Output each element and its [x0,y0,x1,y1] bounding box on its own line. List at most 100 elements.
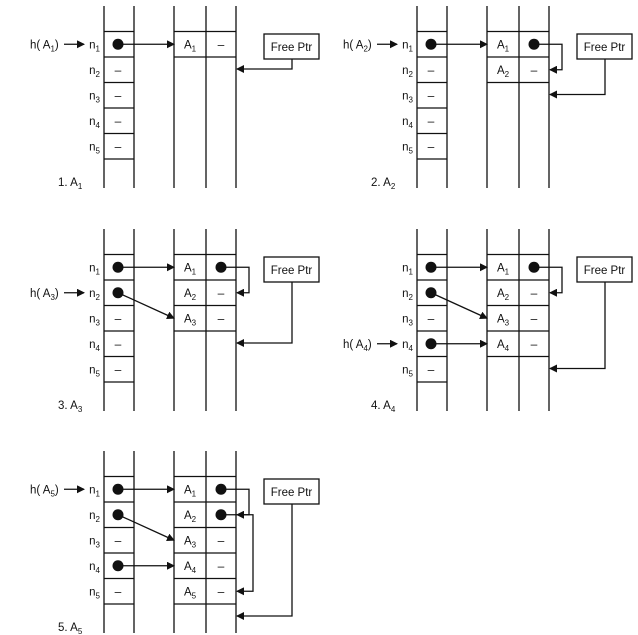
null-marker: – [428,114,435,128]
free-ptr-label: Free Ptr [584,42,626,54]
slot-label-n1: n1 [89,39,100,53]
slot-label-n3: n3 [89,313,100,327]
record-key: A4 [184,561,197,575]
hash-label: h( A5) [30,484,59,498]
slot-label-n2: n2 [402,288,413,302]
slot-label-n2: n2 [89,510,100,524]
null-marker: – [115,362,122,376]
record-key: A3 [184,535,197,549]
record-key: A3 [184,313,197,327]
next-link-arrow [221,514,254,596]
free-ptr-box [576,256,633,283]
table-link-arrow [117,292,175,319]
free-ptr-label: Free Ptr [271,265,313,277]
slot-label-n3: n3 [402,313,413,327]
null-marker: – [531,286,538,300]
slot-label-n2: n2 [89,65,100,79]
free-ptr-label: Free Ptr [584,265,626,277]
next-link-arrow [534,266,563,297]
free-ptr-box [263,33,320,60]
hash-label: h( A2) [343,39,372,53]
table-link-arrow [430,292,488,319]
panel-caption: 5. A5 [58,622,83,635]
slot-label-n1: n1 [402,39,413,53]
slot-label-n4: n4 [89,339,100,353]
null-marker: – [428,139,435,153]
slot-label-n4: n4 [89,116,100,130]
record-key: A1 [184,484,197,498]
null-marker: – [115,139,122,153]
free-ptr-arrow [236,282,293,347]
null-marker: – [218,286,225,300]
slot-label-n3: n3 [89,90,100,104]
slot-label-n2: n2 [402,65,413,79]
record-key: A2 [497,288,510,302]
null-marker: – [115,533,122,547]
null-marker: – [531,311,538,325]
null-marker: – [218,584,225,598]
free-ptr-box [263,478,320,505]
null-marker: – [115,114,122,128]
null-marker: – [218,37,225,51]
null-marker: – [218,533,225,547]
slot-label-n4: n4 [402,116,413,130]
free-ptr-box [263,256,320,283]
slot-label-n1: n1 [402,262,413,276]
record-key: A2 [184,510,197,524]
free-ptr-arrow [549,282,606,373]
slot-label-n5: n5 [89,586,100,600]
record-key: A2 [497,65,510,79]
panel-caption: 2. A2 [371,177,396,191]
slot-label-n3: n3 [89,535,100,549]
null-marker: – [428,88,435,102]
null-marker: – [531,63,538,77]
null-marker: – [115,311,122,325]
next-link-arrow [221,266,250,297]
slot-label-n4: n4 [402,339,413,353]
null-marker: – [428,362,435,376]
record-key: A1 [497,39,510,53]
free-ptr-label: Free Ptr [271,487,313,499]
hash-label: h( A4) [343,339,372,353]
slot-label-n5: n5 [402,364,413,378]
null-marker: – [218,311,225,325]
free-ptr-box [576,33,633,60]
null-marker: – [428,311,435,325]
slot-label-n1: n1 [89,484,100,498]
slot-label-n4: n4 [89,561,100,575]
null-marker: – [115,584,122,598]
table-link-arrow [117,514,175,541]
free-ptr-arrow [236,59,293,73]
hash-label: h( A1) [30,39,59,53]
slot-label-n5: n5 [89,364,100,378]
slot-label-n1: n1 [89,262,100,276]
slot-label-n2: n2 [89,288,100,302]
null-marker: – [115,337,122,351]
panel-caption: 1. A1 [58,177,83,191]
panel-caption: 4. A4 [371,400,396,414]
slot-label-n5: n5 [89,141,100,155]
null-marker: – [531,337,538,351]
free-ptr-label: Free Ptr [271,42,313,54]
hash-label: h( A3) [30,288,59,302]
next-link-arrow [534,43,563,74]
panel-caption: 3. A3 [58,400,83,414]
record-key: A5 [184,586,197,600]
slot-label-n3: n3 [402,90,413,104]
record-key: A1 [184,39,197,53]
null-marker: – [218,559,225,573]
record-key: A1 [497,262,510,276]
record-key: A2 [184,288,197,302]
null-marker: – [428,63,435,77]
record-key: A3 [497,313,510,327]
slot-label-n5: n5 [402,141,413,155]
free-ptr-arrow [549,59,606,99]
record-key: A4 [497,339,510,353]
record-key: A1 [184,262,197,276]
